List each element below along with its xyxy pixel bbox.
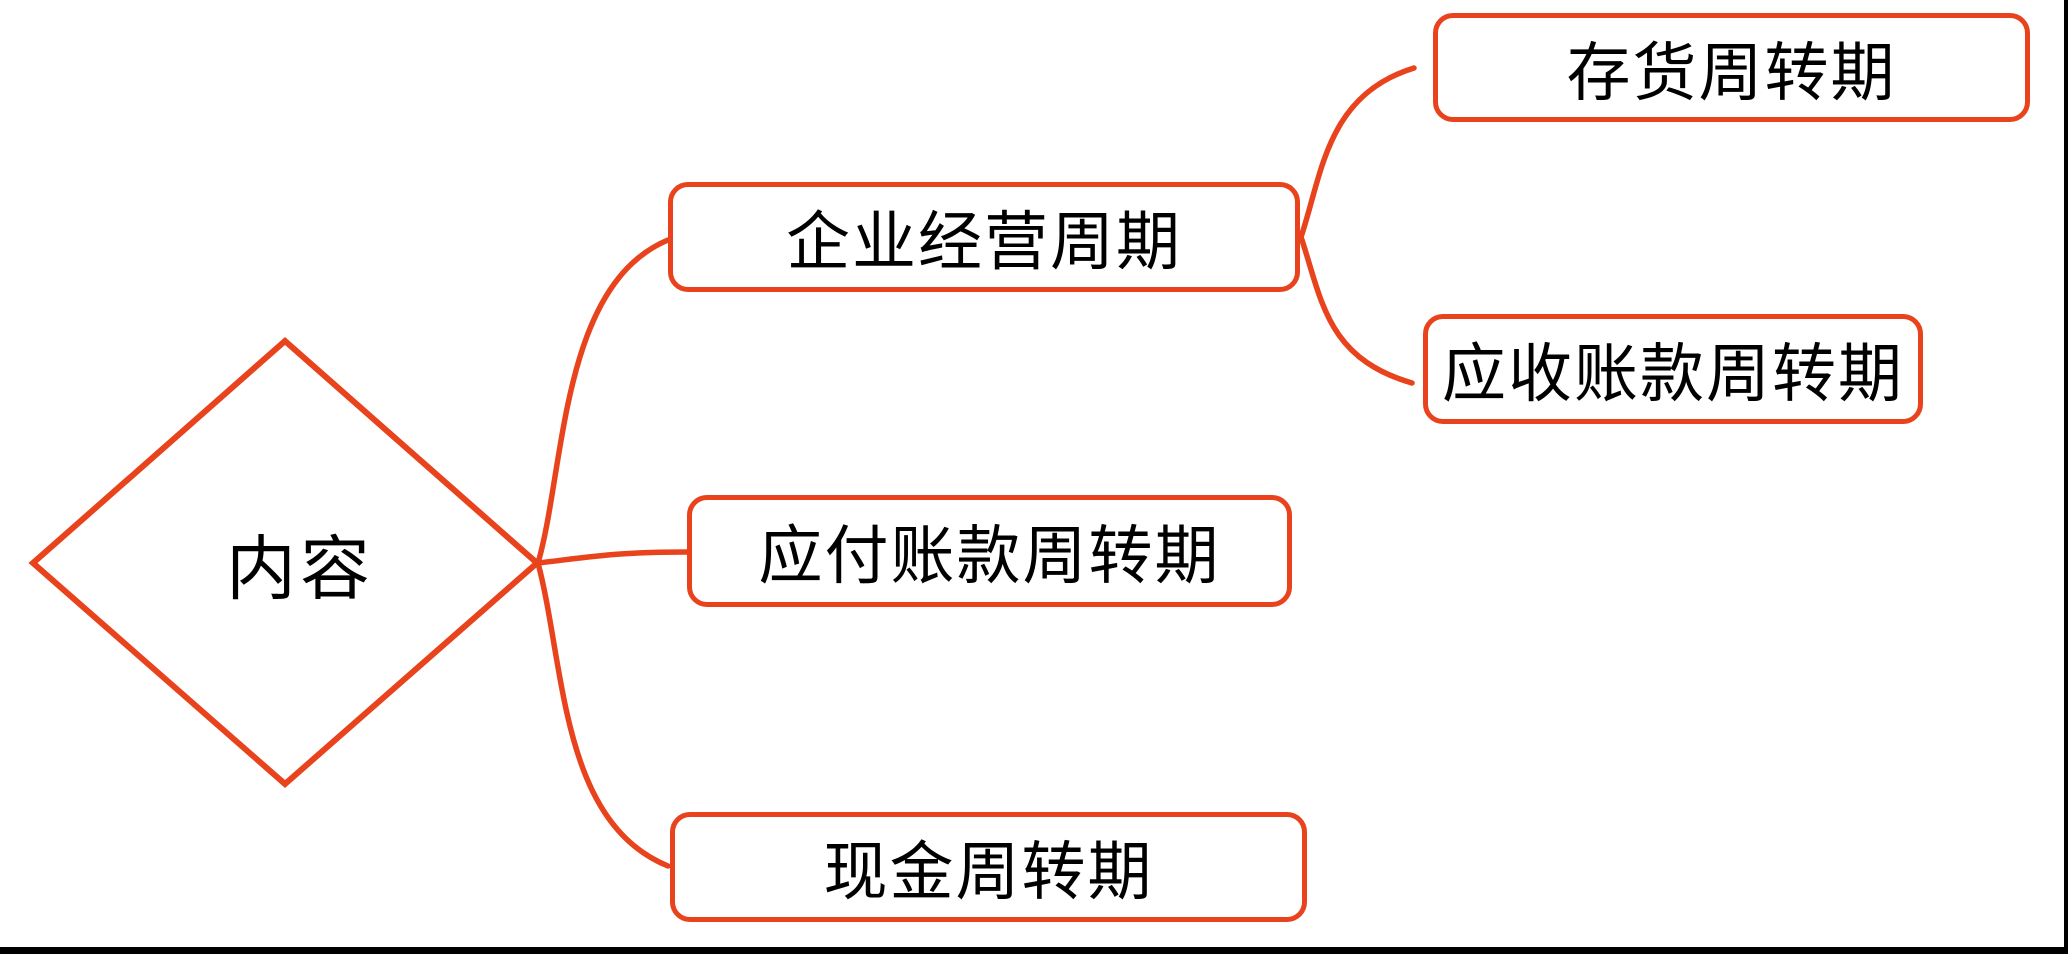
topic-cash-turnover[interactable]: 现金周转期 xyxy=(670,812,1307,922)
topic-payable-turnover[interactable]: 应付账款周转期 xyxy=(687,495,1292,607)
topic-receivable-turnover-label: 应收账款周转期 xyxy=(1442,339,1904,410)
root-topic-label: 内容 xyxy=(226,531,374,609)
connector-root-payable xyxy=(535,549,690,566)
connector-operating-receivable xyxy=(1298,234,1415,386)
connector-operating-inventory xyxy=(1298,65,1417,240)
topic-receivable-turnover[interactable]: 应收账款周转期 xyxy=(1423,314,1923,424)
topic-operating-cycle-label: 企业经营周期 xyxy=(786,207,1182,278)
root-topic-diamond-shape xyxy=(28,337,542,788)
root-topic[interactable]: 内容 xyxy=(150,513,450,613)
topic-operating-cycle[interactable]: 企业经营周期 xyxy=(668,182,1300,292)
connector-root-cash xyxy=(535,560,671,869)
image-bottom-border xyxy=(0,947,2068,954)
topic-inventory-turnover[interactable]: 存货周转期 xyxy=(1433,13,2030,122)
topic-cash-turnover-label: 现金周转期 xyxy=(823,837,1154,908)
topic-payable-turnover-label: 应付账款周转期 xyxy=(758,521,1221,592)
topic-inventory-turnover-label: 存货周转期 xyxy=(1566,37,1897,109)
image-right-border xyxy=(2064,0,2068,954)
connector-root-operating-cycle xyxy=(535,237,671,566)
